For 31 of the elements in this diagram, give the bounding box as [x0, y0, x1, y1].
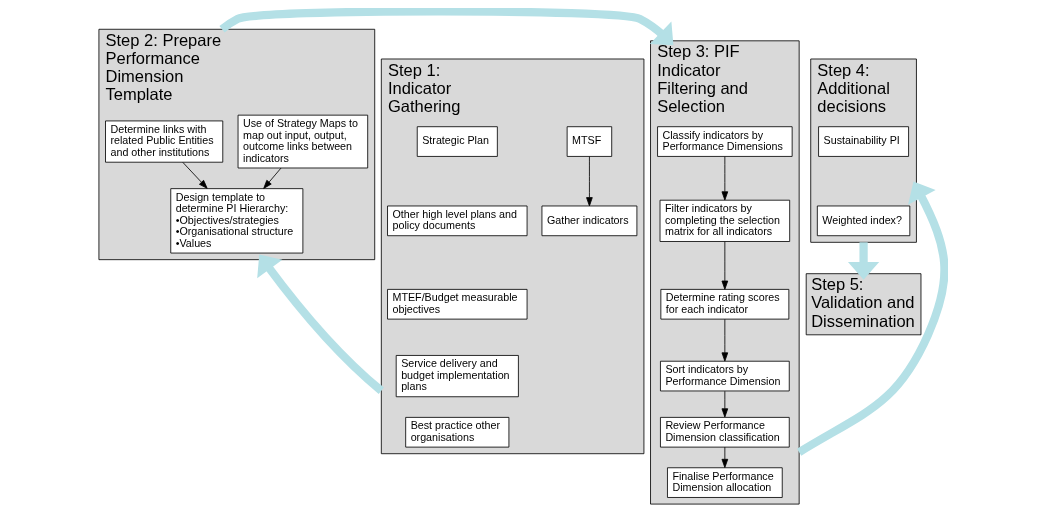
arrow: [721, 446, 729, 468]
node-box: Determine links with related Public Entities and other institutions: [105, 120, 224, 163]
arrow: [586, 156, 593, 207]
node-box: Other high level plans and policy documents: [387, 205, 528, 237]
arrow: [721, 156, 729, 201]
node-box: Determine rating scores for each indicator: [660, 288, 790, 320]
node-box: Filter indicators by completing the selection matrix for all indicators: [659, 199, 791, 242]
node-box: Use of Strategy Maps to map out input, output, outcome links between indicators: [237, 114, 369, 169]
arrow: [797, 181, 948, 456]
node-box: Sort indicators by Performance Dimension: [660, 360, 790, 392]
arrow: [263, 167, 282, 189]
node-box: Finalise Performance Dimension allocation: [667, 467, 783, 498]
node-box: Sustainability PI: [818, 126, 909, 157]
arrow: [721, 390, 729, 418]
node-box: Design template to determine PI Hierarchy: •Objectives/strategies •Organisational structure •Values: [170, 188, 304, 254]
arrow: [721, 241, 729, 290]
node-box: MTSF: [566, 126, 613, 157]
arrow: [257, 254, 384, 394]
node-box: Service delivery and budget implementation plans: [395, 355, 519, 398]
node-box: Step 5: Validation and Dissemination: [805, 273, 922, 336]
node-box: Classify indicators by Performance Dimensions: [657, 126, 793, 157]
arrow: [721, 318, 729, 362]
node-box: Review Performance Dimension classification: [660, 416, 790, 448]
arrow: [182, 161, 208, 189]
node-box: Weighted index?: [816, 205, 911, 237]
arrow: [219, 8, 674, 46]
node-box: Best practice other organisations: [405, 416, 510, 448]
node-box: Gather indicators: [541, 205, 638, 237]
arrow: [847, 242, 880, 280]
node-box: MTEF/Budget measurable objectives: [387, 288, 528, 320]
node-box: Strategic Plan: [416, 126, 498, 157]
